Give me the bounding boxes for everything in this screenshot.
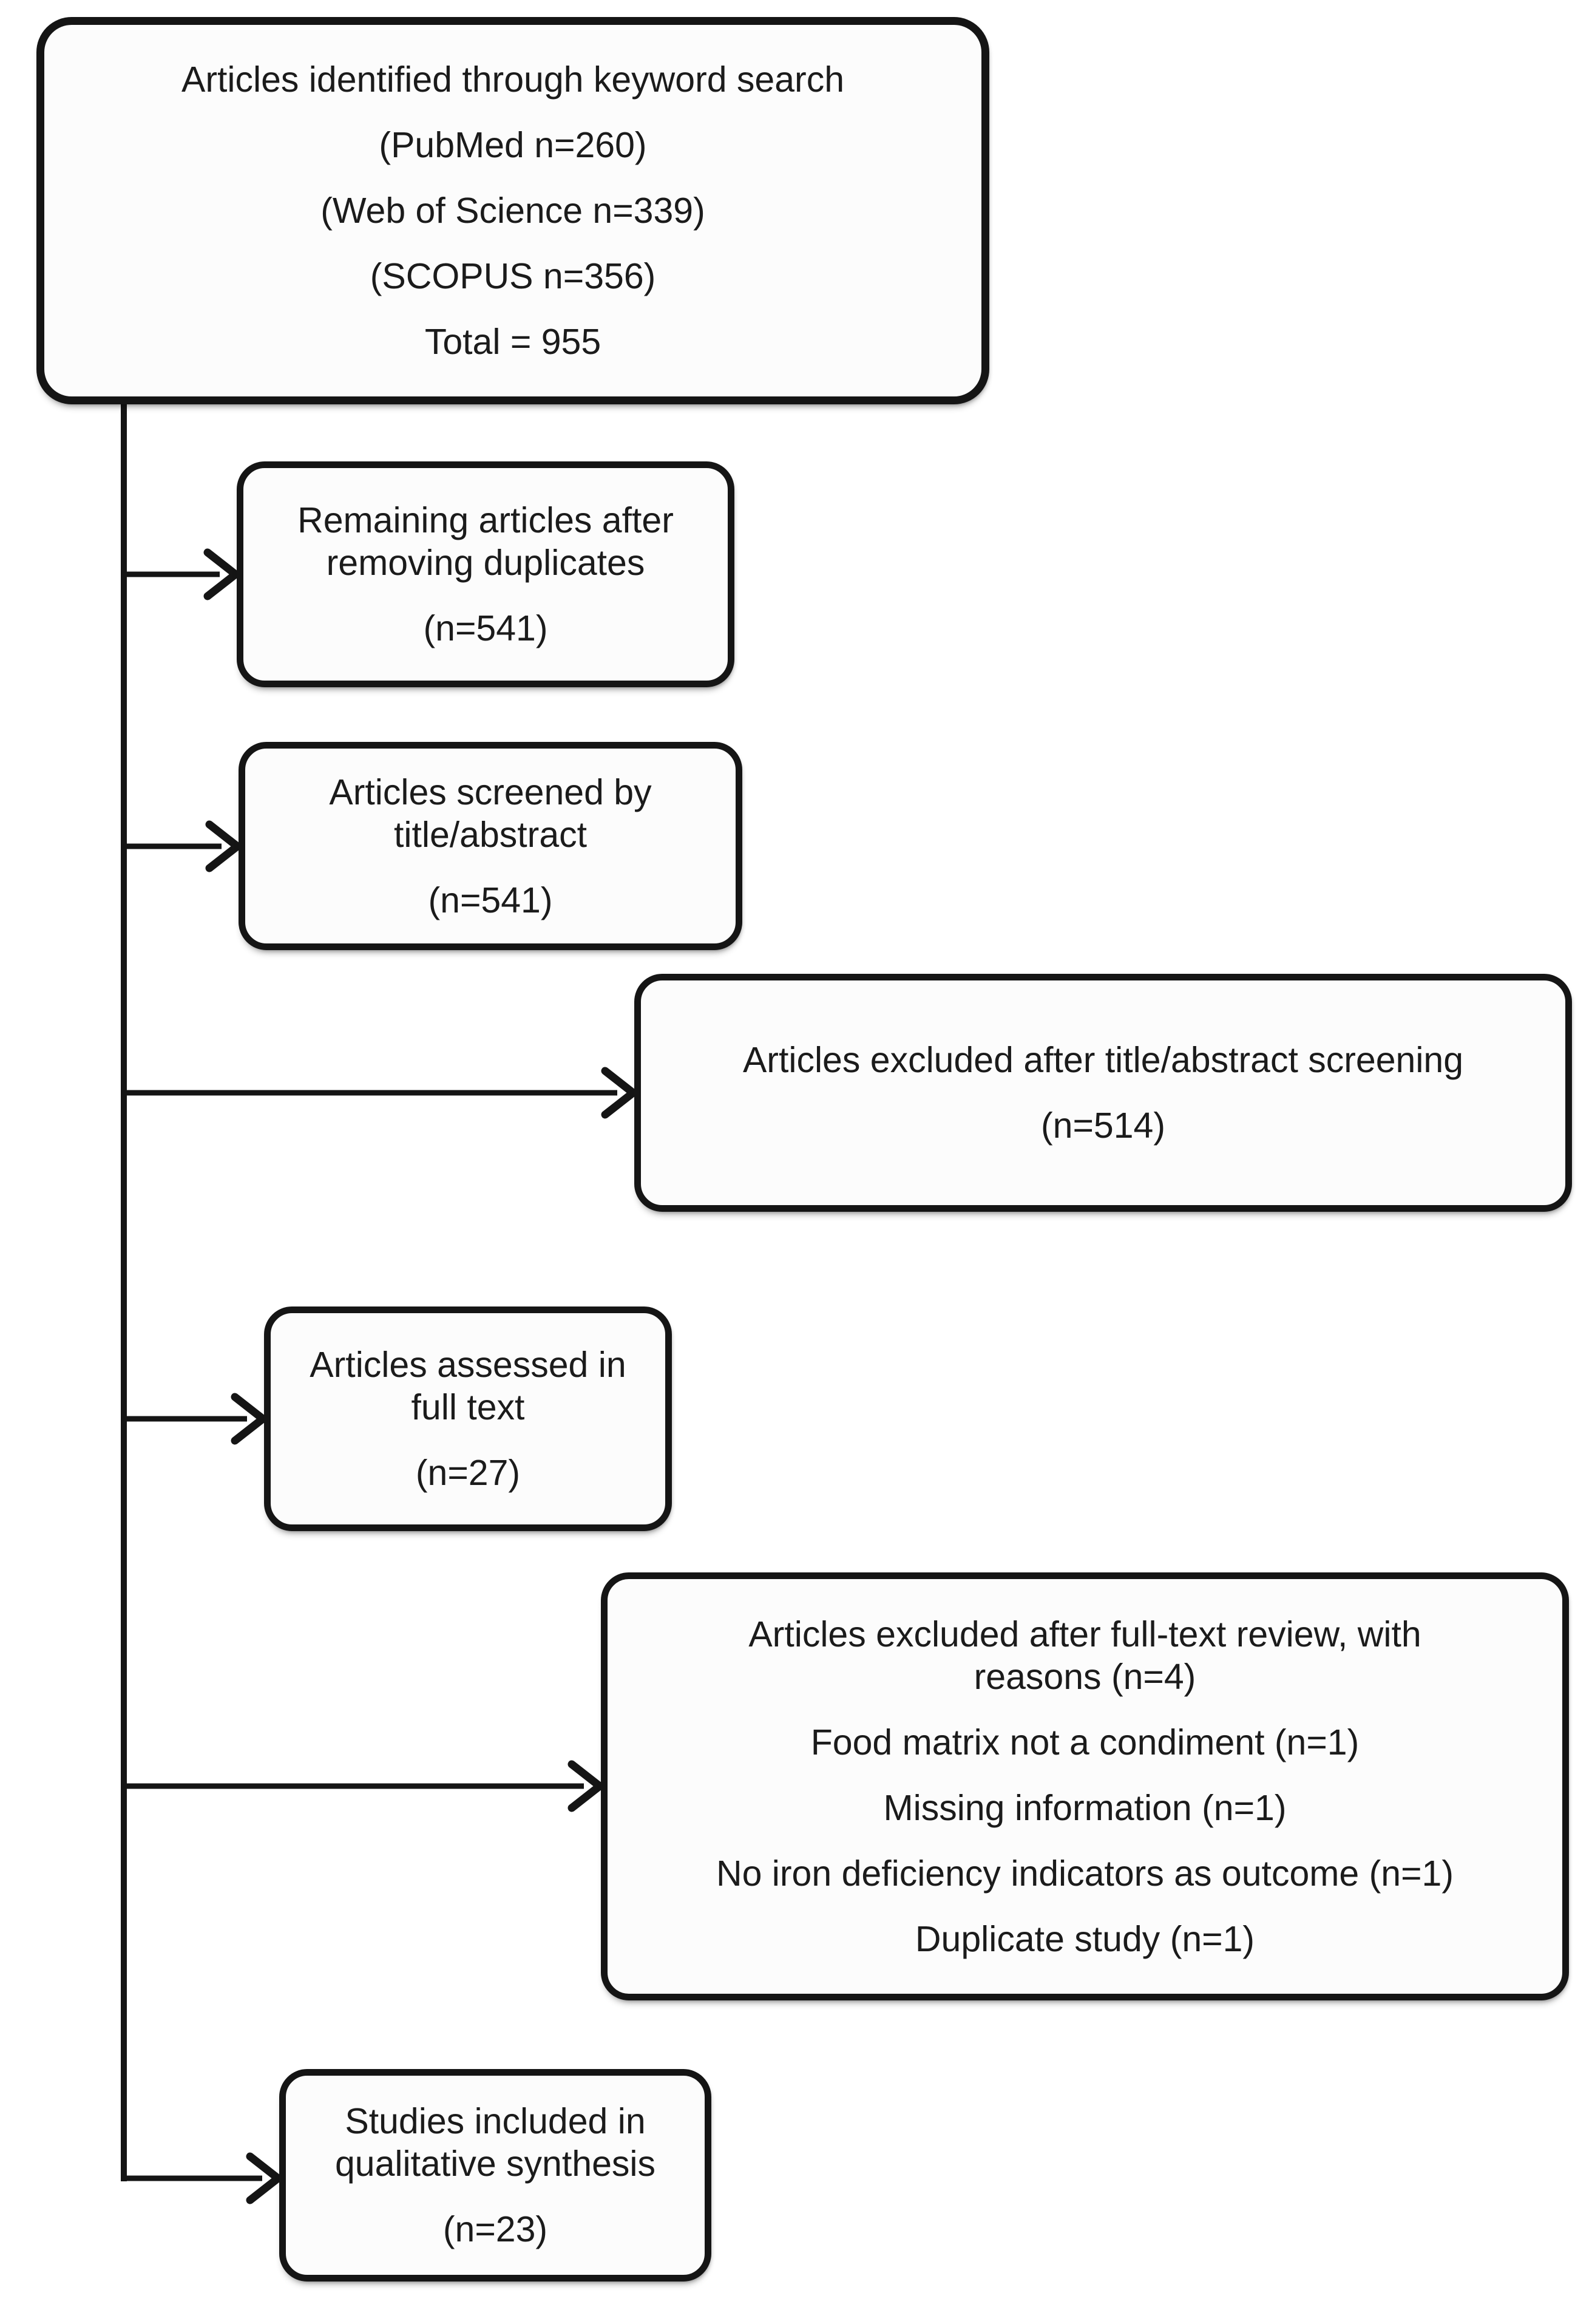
text-line: Remaining articles after [297, 500, 674, 540]
arrow-to-deduplicated [121, 548, 242, 600]
text-line: Total = 955 [424, 322, 601, 362]
text-line: Articles excluded after title/abstract s… [742, 1040, 1464, 1080]
text-line: (n=514) [1040, 1106, 1165, 1146]
text-line: (n=27) [415, 1453, 521, 1493]
text-line: Studies included in [345, 2101, 646, 2141]
text-line: Missing information (n=1) [883, 1787, 1287, 1828]
included-box: Studies included in qualitative synthesi… [279, 2069, 711, 2282]
deduplicated-box: Remaining articles after removing duplic… [237, 461, 734, 687]
text-line: (Web of Science n=339) [320, 191, 705, 231]
fulltext-box: Articles assessed in full text (n=27) [264, 1306, 672, 1531]
text-line: Articles assessed in [310, 1345, 626, 1385]
arrow-to-excluded-fulltext [121, 1760, 606, 1812]
screened-box: Articles screened by title/abstract (n=5… [239, 742, 742, 950]
text-line: (n=23) [442, 2209, 548, 2249]
text-line: (SCOPUS n=356) [370, 256, 656, 296]
text-line: title/abstract [393, 814, 588, 855]
text-line: Articles excluded after full-text review… [748, 1614, 1421, 1654]
text-line: full text [411, 1387, 525, 1427]
arrow-to-excluded-screening [121, 1067, 640, 1119]
excluded-fulltext-box: Articles excluded after full-text review… [601, 1572, 1569, 2000]
text-line: No iron deficiency indicators as outcome… [716, 1853, 1454, 1894]
text-line: Articles screened by [329, 772, 652, 812]
identified-box: Articles identified through keyword sear… [36, 17, 989, 404]
text-line: (n=541) [423, 608, 548, 648]
text-line: Duplicate study (n=1) [915, 1918, 1255, 1959]
text-line: qualitative synthesis [334, 2144, 655, 2184]
excluded-screening-box: Articles excluded after title/abstract s… [634, 974, 1572, 1212]
text-line: Articles identified through keyword sear… [181, 59, 845, 100]
text-line: reasons (n=4) [974, 1656, 1196, 1697]
text-line: (n=541) [428, 880, 553, 920]
text-line: Food matrix not a condiment (n=1) [810, 1722, 1360, 1762]
arrow-to-included [121, 2152, 285, 2204]
arrow-to-screened [121, 820, 244, 872]
text-line: removing duplicates [326, 543, 645, 583]
text-line: (PubMed n=260) [379, 125, 647, 165]
arrow-to-fulltext [121, 1393, 269, 1445]
